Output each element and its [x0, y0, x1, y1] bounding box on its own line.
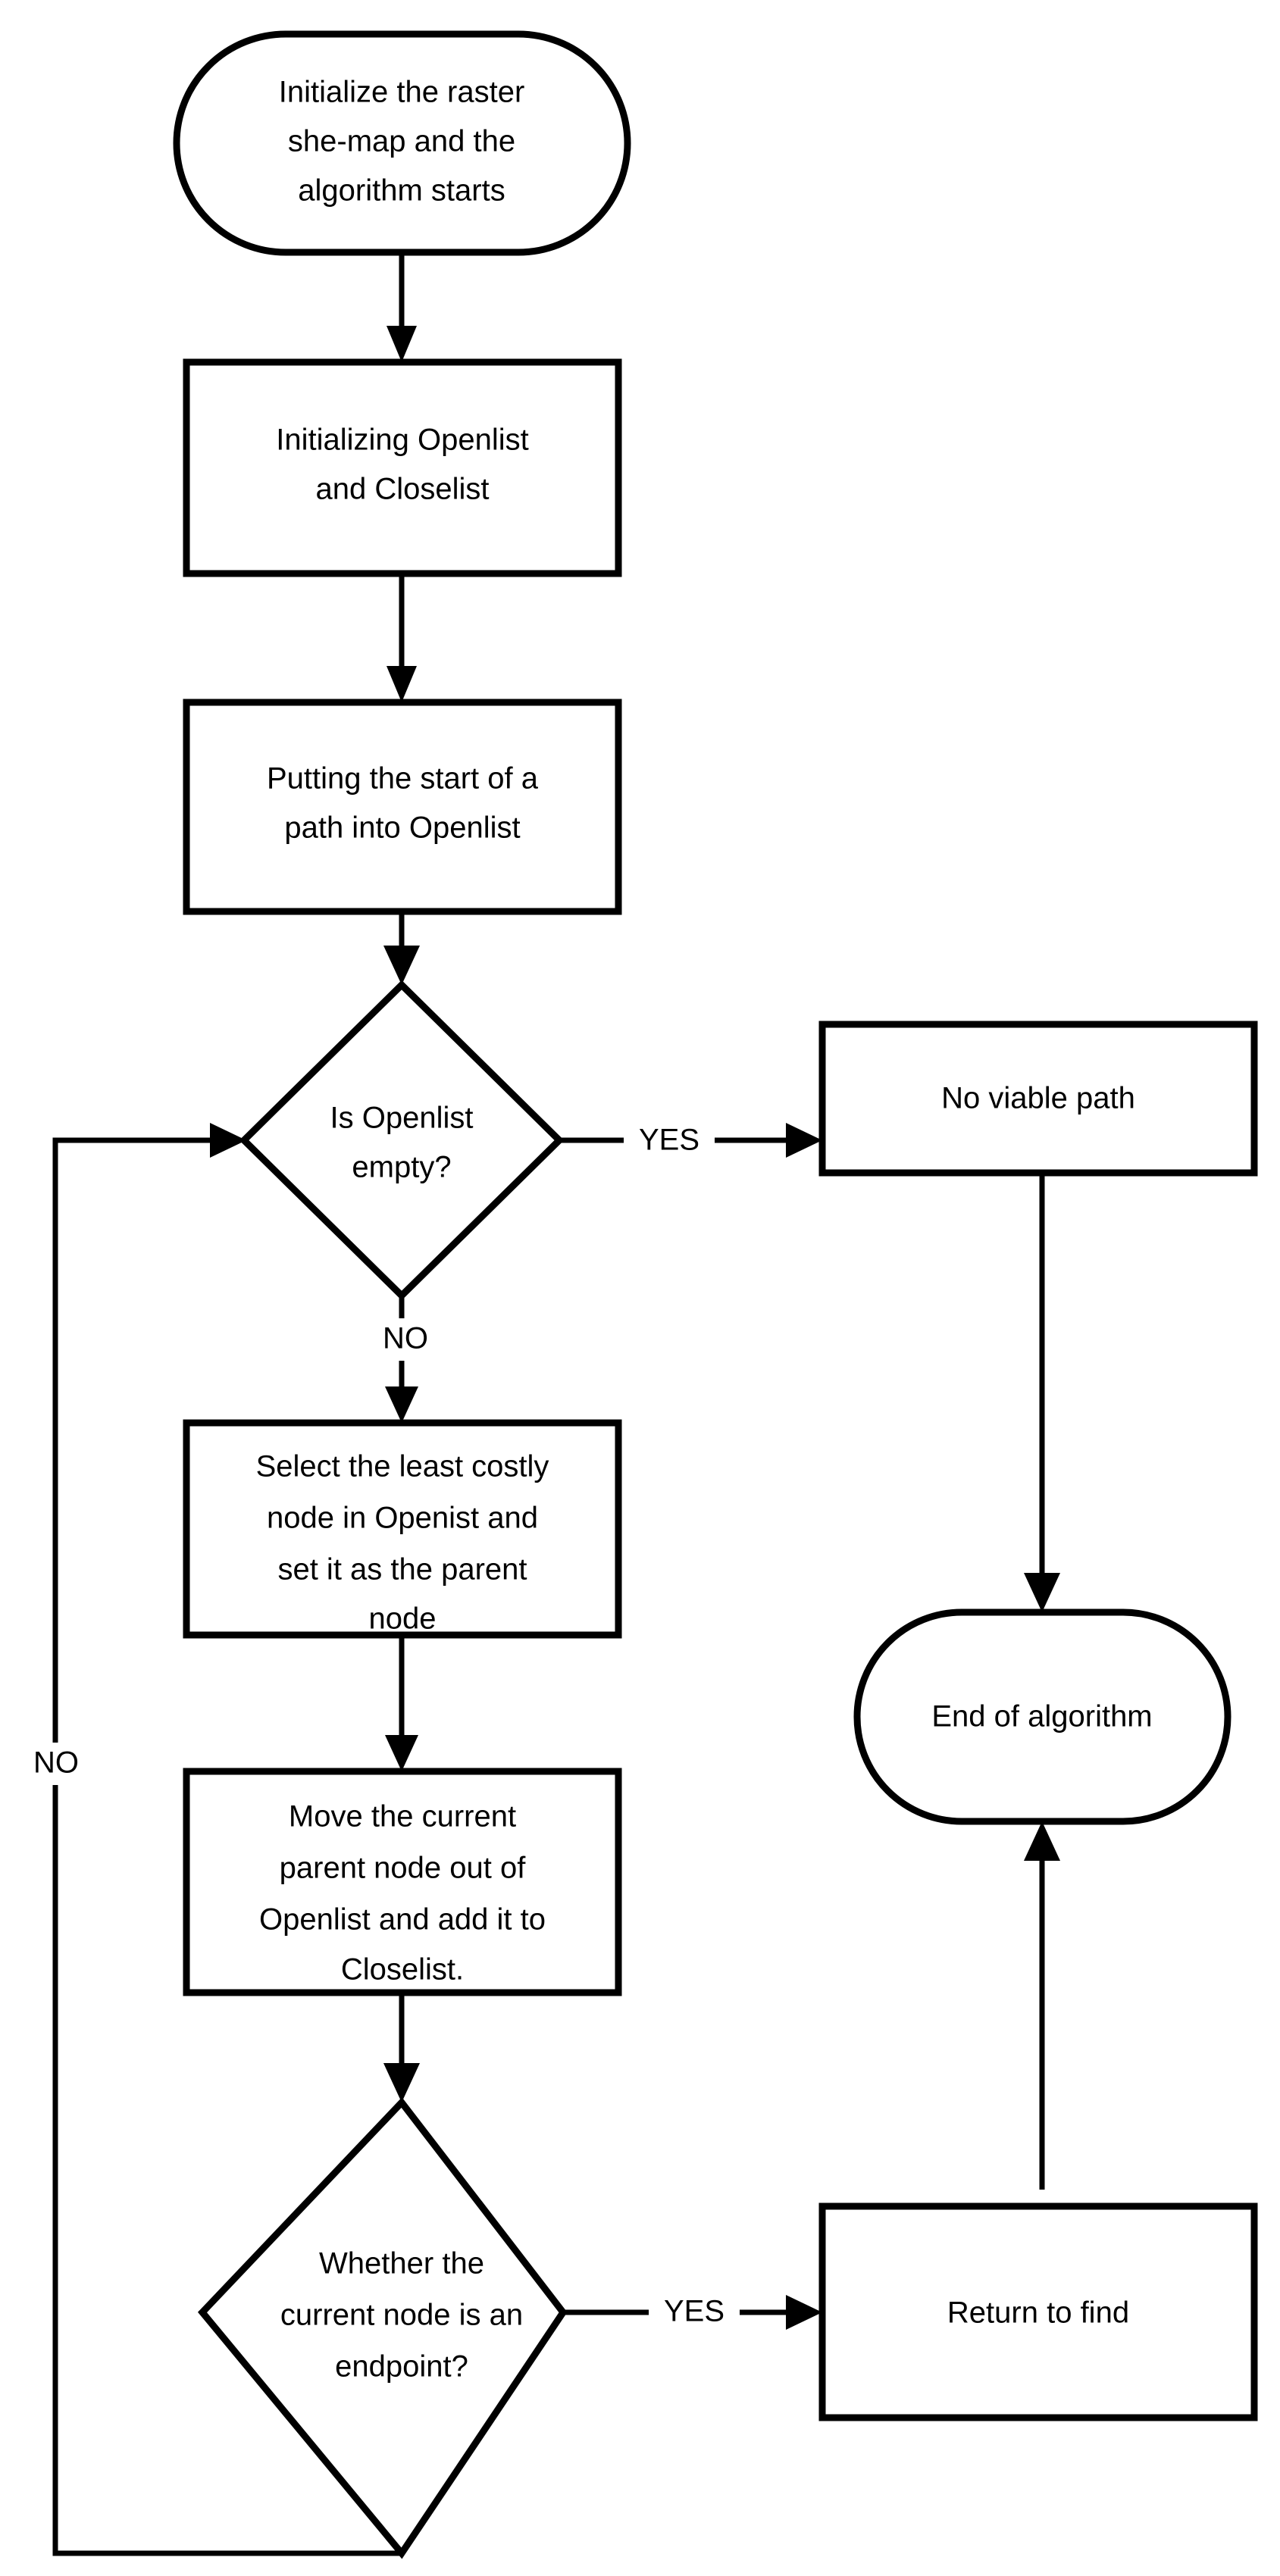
node-return-to-find-label: Return to find — [947, 2296, 1129, 2330]
node-openlist-empty-line-2: empty? — [352, 1151, 451, 1184]
svg-text:YES: YES — [639, 1124, 699, 1157]
node-is-endpoint-line-2: current node is an — [280, 2299, 523, 2332]
node-move-parent-line-2: parent node out of — [280, 1852, 527, 1885]
edge-label-openlist-empty-yes: YES — [624, 1120, 715, 1162]
node-start-line-2: she-map and the — [288, 125, 515, 158]
node-move-parent-line-3: Openlist and add it to — [259, 1903, 546, 1937]
node-move-parent[interactable]: Move the current parent node out of Open… — [183, 1768, 622, 1996]
connector-select-least-costly-to-move-parent — [385, 1635, 418, 1771]
connector-no-viable-path-to-end — [1024, 1173, 1060, 1612]
node-end[interactable]: End of algorithm — [853, 1608, 1231, 1825]
connector-move-parent-to-is-endpoint — [383, 1993, 420, 2102]
node-is-endpoint-line-3: endpoint? — [335, 2350, 468, 2384]
node-no-viable-path[interactable]: No viable path — [818, 1021, 1258, 1177]
node-move-parent-line-4: Closelist. — [341, 1953, 464, 1987]
node-select-least-costly-line-4: node — [369, 1602, 437, 1636]
node-is-endpoint[interactable]: Whether the current node is an endpoint? — [197, 2097, 568, 2559]
edge-label-openlist-empty-no: NO — [371, 1318, 440, 1361]
node-openlist-empty[interactable]: Is Openlist empty? — [239, 980, 565, 1301]
node-end-label: End of algorithm — [931, 1700, 1152, 1733]
connector-return-to-find-to-end — [1024, 1821, 1060, 2190]
node-select-least-costly[interactable]: Select the least costly node in Openist … — [183, 1419, 622, 1639]
node-return-to-find[interactable]: Return to find — [818, 2202, 1258, 2421]
node-put-start-line-2: path into Openlist — [284, 811, 520, 845]
node-is-endpoint-line-1: Whether the — [319, 2247, 484, 2281]
connector-start-to-init-lists — [387, 252, 417, 362]
node-select-least-costly-line-1: Select the least costly — [256, 1450, 549, 1483]
node-select-least-costly-line-2: node in Openist and — [267, 1502, 538, 1535]
node-start-line-1: Initialize the raster — [279, 76, 525, 109]
connector-put-start-to-openlist-empty — [383, 911, 420, 985]
node-init-lists-line-2: and Closelist — [315, 473, 489, 506]
node-openlist-empty-line-1: Is Openlist — [330, 1102, 474, 1135]
node-no-viable-path-label: No viable path — [941, 1082, 1135, 1115]
node-init-lists[interactable]: Initializing Openlist and Closelist — [183, 358, 622, 577]
node-move-parent-line-1: Move the current — [289, 1800, 516, 1834]
connector-init-lists-to-put-start — [387, 574, 417, 702]
node-put-start[interactable]: Putting the start of a path into Openlis… — [183, 699, 622, 915]
node-start[interactable]: Initialize the raster she-map and the al… — [173, 30, 631, 256]
svg-text:NO: NO — [383, 1322, 428, 1355]
edge-label-is-endpoint-yes: YES — [649, 2291, 740, 2334]
node-start-line-3: algorithm starts — [298, 174, 505, 208]
connector-is-endpoint-no-loop-to-openlist-empty — [52, 1123, 402, 2556]
node-put-start-line-1: Putting the start of a — [267, 762, 539, 796]
edge-label-is-endpoint-no: NO — [21, 1743, 91, 1785]
svg-text:NO: NO — [33, 1746, 79, 1780]
node-init-lists-line-1: Initializing Openlist — [276, 424, 529, 457]
node-select-least-costly-line-3: set it as the parent — [277, 1553, 527, 1587]
svg-text:YES: YES — [664, 2295, 724, 2328]
